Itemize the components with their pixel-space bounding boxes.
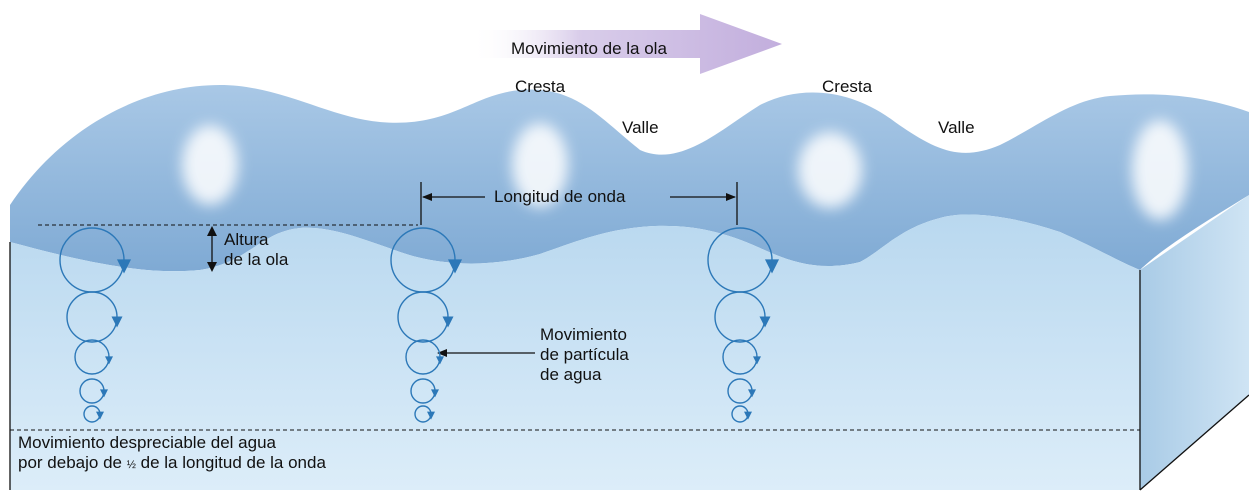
wavelength-label: Longitud de onda (494, 187, 626, 206)
wave-direction-arrow (470, 14, 782, 74)
orbit-arrow-col2-1 (447, 259, 463, 274)
crest-label-2: Cresta (822, 77, 873, 96)
orbit-arrow-col3-4 (748, 389, 756, 398)
orbital-paths (59, 227, 780, 423)
orbit-arrow-col1-3 (105, 356, 113, 365)
wave-direction-label: Movimiento de la ola (511, 39, 667, 58)
negligible-motion-label: Movimiento despreciable del agua por deb… (18, 433, 326, 472)
half-fraction: ½ (126, 459, 136, 471)
orbit-arrow-col1-4 (100, 389, 108, 398)
trough-label-1: Valle (622, 118, 659, 137)
crest-label-1: Cresta (515, 77, 566, 96)
water-block-side (1140, 195, 1249, 490)
orbit-arrow-col1-2 (111, 316, 123, 328)
orbit-arrow-col2-4 (431, 389, 439, 398)
orbit-arrow-col3-5 (744, 411, 752, 420)
orbit-arrow-col3-3 (753, 356, 761, 365)
orbit-arrow-col1-1 (116, 259, 132, 274)
trough-label-2: Valle (938, 118, 975, 137)
sea-foam (182, 120, 1188, 220)
block-bottom-side-edge (1139, 394, 1249, 491)
water-front-face (10, 214, 1140, 490)
orbit-arrow-col3-2 (759, 316, 771, 328)
orbit-arrow-col1-5 (96, 411, 104, 420)
orbit-arrow-col3-1 (764, 259, 780, 274)
orbit-arrow-col2-5 (427, 411, 435, 420)
wave-height-label: Altura de la ola (224, 230, 289, 269)
particle-motion-label: Movimiento de partícula de agua (540, 325, 629, 384)
orbit-arrow-col2-2 (442, 316, 454, 328)
orbit-arrow-col2-3 (436, 356, 444, 365)
